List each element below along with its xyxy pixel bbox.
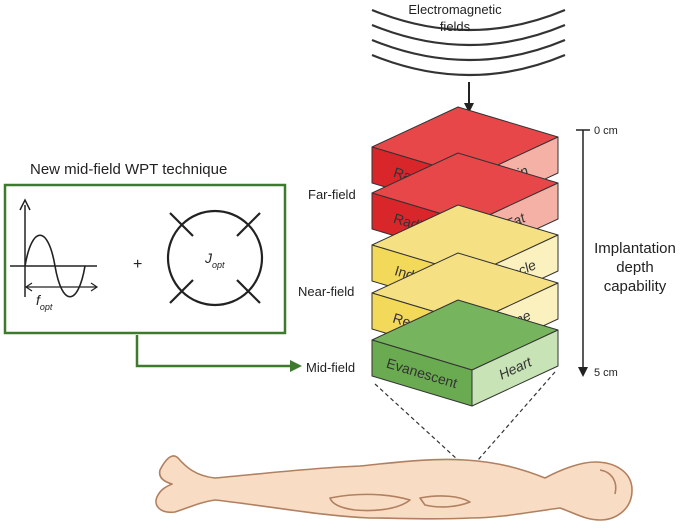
field-waves-icon (371, 8, 566, 77)
projection-lines (374, 371, 556, 461)
depth-caption-line3: capability (604, 278, 667, 295)
technique-title: New mid-field WPT technique (30, 161, 227, 178)
frequency-label: fopt (36, 292, 53, 312)
depth-axis (576, 129, 590, 377)
waveform-icon (10, 198, 99, 298)
source-label-line2: fields (440, 19, 471, 34)
depth-caption-line1: Implantation (594, 240, 676, 257)
plus-sign: + (133, 256, 142, 273)
depth-caption-line2: depth (616, 259, 654, 276)
human-body-icon (155, 455, 633, 521)
mid-field-label: Mid-field (306, 360, 355, 375)
near-field-label: Near-field (298, 284, 354, 299)
far-field-label: Far-field (308, 187, 356, 202)
technique-box (3, 183, 287, 335)
technique-to-midfield-arrow (135, 335, 302, 372)
source-label-line1: Electromagnetic (408, 2, 502, 17)
depth-top-label: 0 cm (594, 125, 618, 137)
tissue-layer-stack: RadiativeSkinRadiativeFatInductiveMuscle… (371, 106, 559, 407)
layer-side-face (471, 329, 559, 407)
depth-bottom-label: 5 cm (594, 367, 618, 379)
current-density-label: Jopt (204, 250, 225, 270)
current-density-icon (166, 209, 264, 307)
